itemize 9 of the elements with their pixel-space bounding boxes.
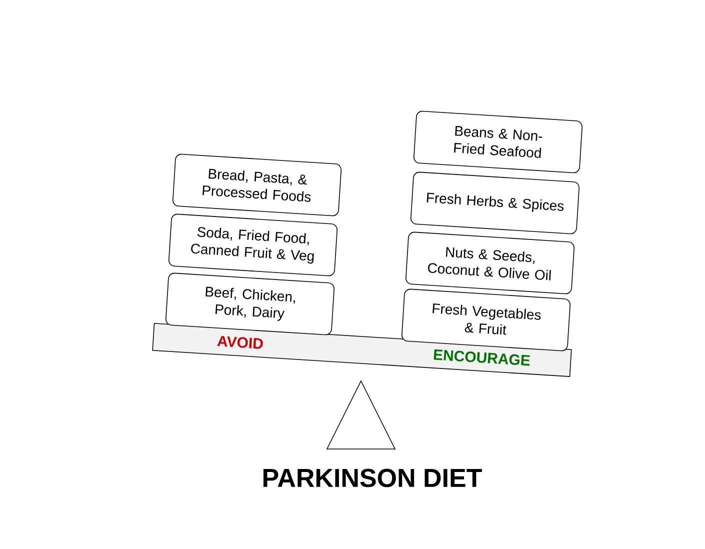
food-box: Nuts & Seeds, Coconut & Olive Oil bbox=[406, 232, 574, 294]
beam-label: AVOID bbox=[217, 336, 263, 349]
food-box: Soda, Fried Food, Canned Fruit & Veg bbox=[168, 214, 338, 276]
food-box: Beef, Chicken, Pork, Dairy bbox=[166, 272, 334, 336]
title: PARKINSON DIET bbox=[263, 468, 482, 488]
beam-label: ENCOURAGE bbox=[434, 349, 530, 366]
food-box: Bread, Pasta, & Processed Foods bbox=[172, 154, 342, 216]
food-box: Beans & Non-Fried Seafood bbox=[414, 110, 582, 174]
food-box: Fresh Herbs & Spices bbox=[410, 172, 580, 234]
